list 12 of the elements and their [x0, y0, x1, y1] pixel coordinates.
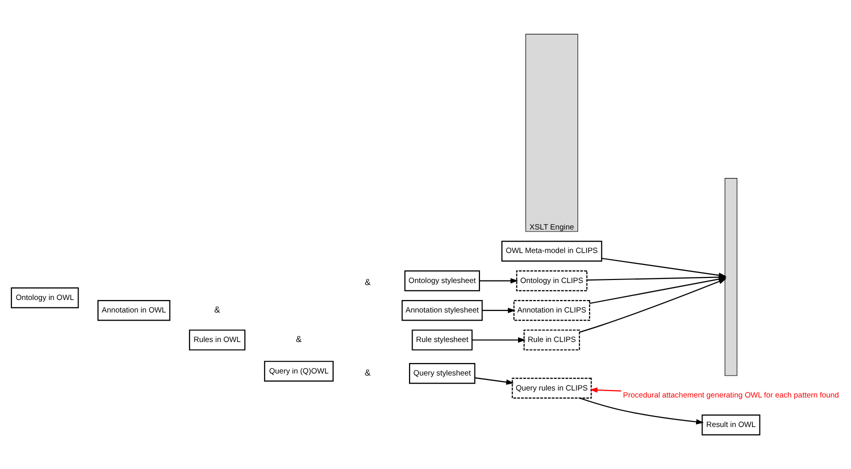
label: & [364, 277, 370, 288]
arrow [474, 377, 514, 385]
arrow [578, 278, 726, 333]
label: & [364, 368, 370, 378]
arrow [589, 387, 621, 393]
arrow [478, 278, 518, 284]
arrow [472, 337, 526, 343]
arrow [482, 308, 516, 314]
label: & [295, 334, 302, 344]
label: & [214, 304, 220, 314]
node-bar [724, 178, 737, 376]
arrow [579, 398, 704, 425]
